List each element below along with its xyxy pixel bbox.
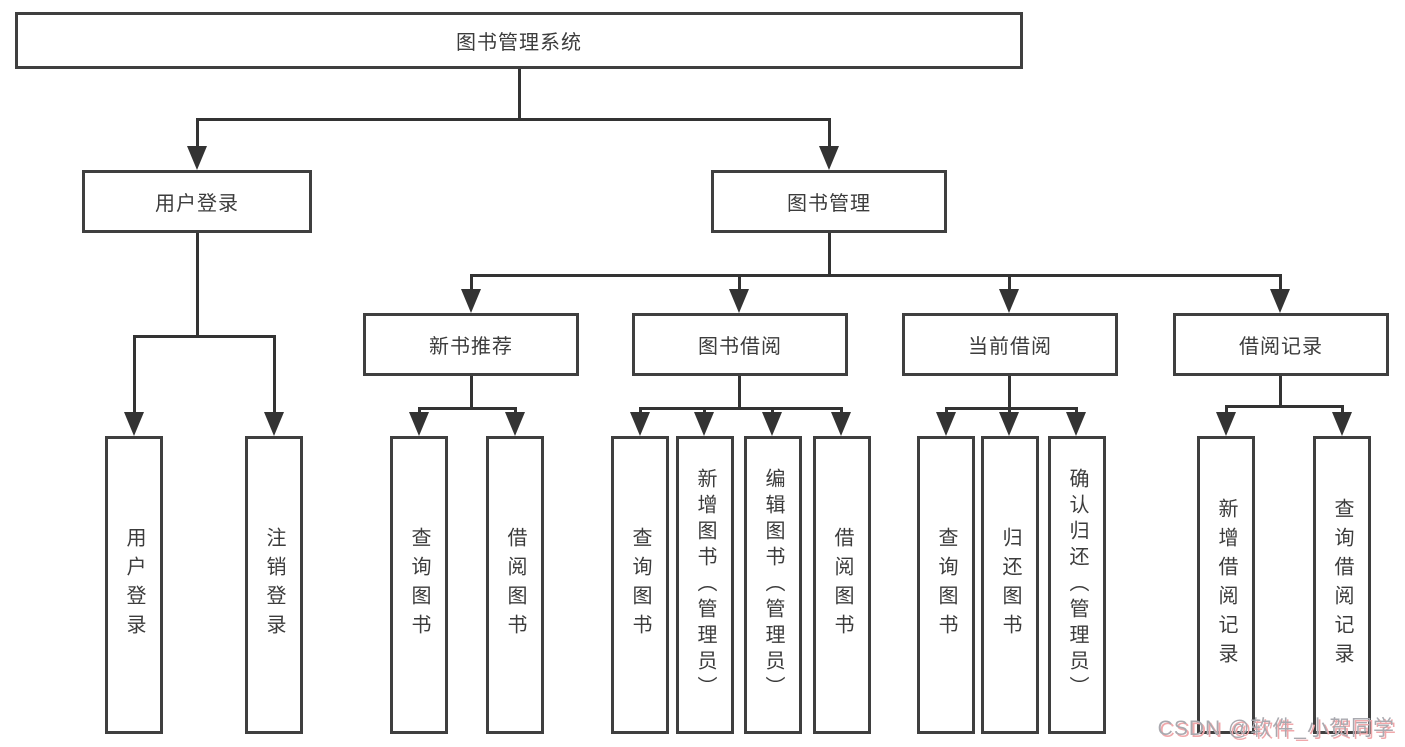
- connector-hline: [196, 118, 831, 121]
- connector-hline: [133, 335, 276, 338]
- connector-arrow: [187, 146, 207, 170]
- connector-vline: [840, 407, 843, 414]
- connector-vline: [639, 407, 642, 414]
- node-book-borrowing-label: 图书借阅: [698, 336, 782, 358]
- connector-vline: [418, 407, 421, 414]
- connector-arrow: [762, 412, 782, 436]
- connector-vline: [1279, 274, 1282, 291]
- node-leaf-rec-add-record-label: 新增借阅记录: [1215, 498, 1237, 672]
- connector-arrow: [630, 412, 650, 436]
- node-borrowing-records: 借阅记录: [1173, 313, 1389, 376]
- connector-arrow: [124, 412, 144, 436]
- node-leaf-bw-edit-books-admin: 编辑图书（管理员）: [744, 436, 802, 734]
- connector-vline: [1225, 405, 1228, 414]
- connector-vline: [1008, 274, 1011, 291]
- connector-vline: [738, 274, 741, 291]
- node-leaf-nb-borrow-books-label: 借阅图书: [504, 527, 526, 643]
- connector-arrow: [1270, 289, 1290, 313]
- connector-vline: [518, 69, 521, 118]
- connector-hline: [470, 274, 1281, 277]
- connector-arrow: [999, 412, 1019, 436]
- connector-vline: [738, 376, 741, 409]
- node-current-borrowing-label: 当前借阅: [968, 336, 1052, 358]
- node-leaf-bw-borrow-books-label: 借阅图书: [831, 527, 853, 643]
- node-leaf-logout-label: 注销登录: [263, 527, 285, 643]
- node-leaf-bw-add-books-admin: 新增图书（管理员）: [676, 436, 734, 734]
- connector-vline: [1008, 376, 1011, 409]
- node-leaf-nb-query-books: 查询图书: [390, 436, 448, 734]
- node-root: 图书管理系统: [15, 12, 1023, 69]
- connector-vline: [470, 274, 473, 291]
- connector-vline: [703, 407, 706, 414]
- connector-hline: [639, 407, 843, 410]
- node-leaf-cb-query-books: 查询图书: [917, 436, 975, 734]
- node-new-book-recommend-label: 新书推荐: [429, 336, 513, 358]
- node-book-management: 图书管理: [711, 170, 947, 233]
- connector-arrow: [999, 289, 1019, 313]
- connector-hline: [945, 407, 1078, 410]
- node-leaf-bw-edit-books-admin-label: 编辑图书（管理员）: [762, 468, 784, 702]
- node-current-borrowing: 当前借阅: [902, 313, 1118, 376]
- node-leaf-rec-query-record: 查询借阅记录: [1313, 436, 1371, 734]
- connector-arrow: [729, 289, 749, 313]
- connector-vline: [1075, 407, 1078, 414]
- node-leaf-bw-query-books-label: 查询图书: [629, 527, 651, 643]
- connector-vline: [1279, 376, 1282, 407]
- node-book-borrowing: 图书借阅: [632, 313, 848, 376]
- node-leaf-rec-add-record: 新增借阅记录: [1197, 436, 1255, 734]
- node-root-label: 图书管理系统: [456, 32, 582, 54]
- connector-vline: [945, 407, 948, 414]
- node-leaf-rec-query-record-label: 查询借阅记录: [1331, 498, 1353, 672]
- node-leaf-user-login-label: 用户登录: [123, 527, 145, 643]
- connector-arrow: [1332, 412, 1352, 436]
- node-leaf-cb-return-books-label: 归还图书: [999, 527, 1021, 643]
- connector-arrow: [264, 412, 284, 436]
- node-leaf-bw-borrow-books: 借阅图书: [813, 436, 871, 734]
- node-leaf-logout: 注销登录: [245, 436, 303, 734]
- connector-vline: [771, 407, 774, 414]
- connector-arrow: [461, 289, 481, 313]
- connector-vline: [470, 376, 473, 409]
- connector-arrow: [1216, 412, 1236, 436]
- connector-vline: [1008, 407, 1011, 414]
- node-leaf-cb-query-books-label: 查询图书: [935, 527, 957, 643]
- connector-vline: [273, 335, 276, 414]
- connector-arrow: [694, 412, 714, 436]
- connector-vline: [1341, 405, 1344, 414]
- node-leaf-cb-return-books: 归还图书: [981, 436, 1039, 734]
- connector-arrow: [505, 412, 525, 436]
- connector-vline: [828, 233, 831, 274]
- connector-vline: [196, 118, 199, 148]
- connector-arrow: [819, 146, 839, 170]
- connector-vline: [514, 407, 517, 414]
- node-leaf-bw-query-books: 查询图书: [611, 436, 669, 734]
- node-new-book-recommend: 新书推荐: [363, 313, 579, 376]
- node-user-login-label: 用户登录: [155, 193, 239, 215]
- csdn-watermark: CSDN @软件_小贺同学: [1157, 717, 1395, 740]
- node-leaf-bw-add-books-admin-label: 新增图书（管理员）: [694, 468, 716, 702]
- connector-arrow: [1066, 412, 1086, 436]
- node-book-management-label: 图书管理: [787, 193, 871, 215]
- node-borrowing-records-label: 借阅记录: [1239, 336, 1323, 358]
- connector-hline: [418, 407, 517, 410]
- connector-arrow: [831, 412, 851, 436]
- connector-vline: [133, 335, 136, 414]
- node-leaf-nb-query-books-label: 查询图书: [408, 527, 430, 643]
- connector-hline: [1225, 405, 1344, 408]
- node-leaf-nb-borrow-books: 借阅图书: [486, 436, 544, 734]
- connector-arrow: [936, 412, 956, 436]
- connector-vline: [196, 233, 199, 335]
- connector-arrow: [409, 412, 429, 436]
- node-leaf-user-login: 用户登录: [105, 436, 163, 734]
- node-leaf-cb-confirm-return-admin: 确认归还（管理员）: [1048, 436, 1106, 734]
- node-leaf-cb-confirm-return-admin-label: 确认归还（管理员）: [1066, 468, 1088, 702]
- connector-vline: [828, 118, 831, 148]
- node-user-login: 用户登录: [82, 170, 312, 233]
